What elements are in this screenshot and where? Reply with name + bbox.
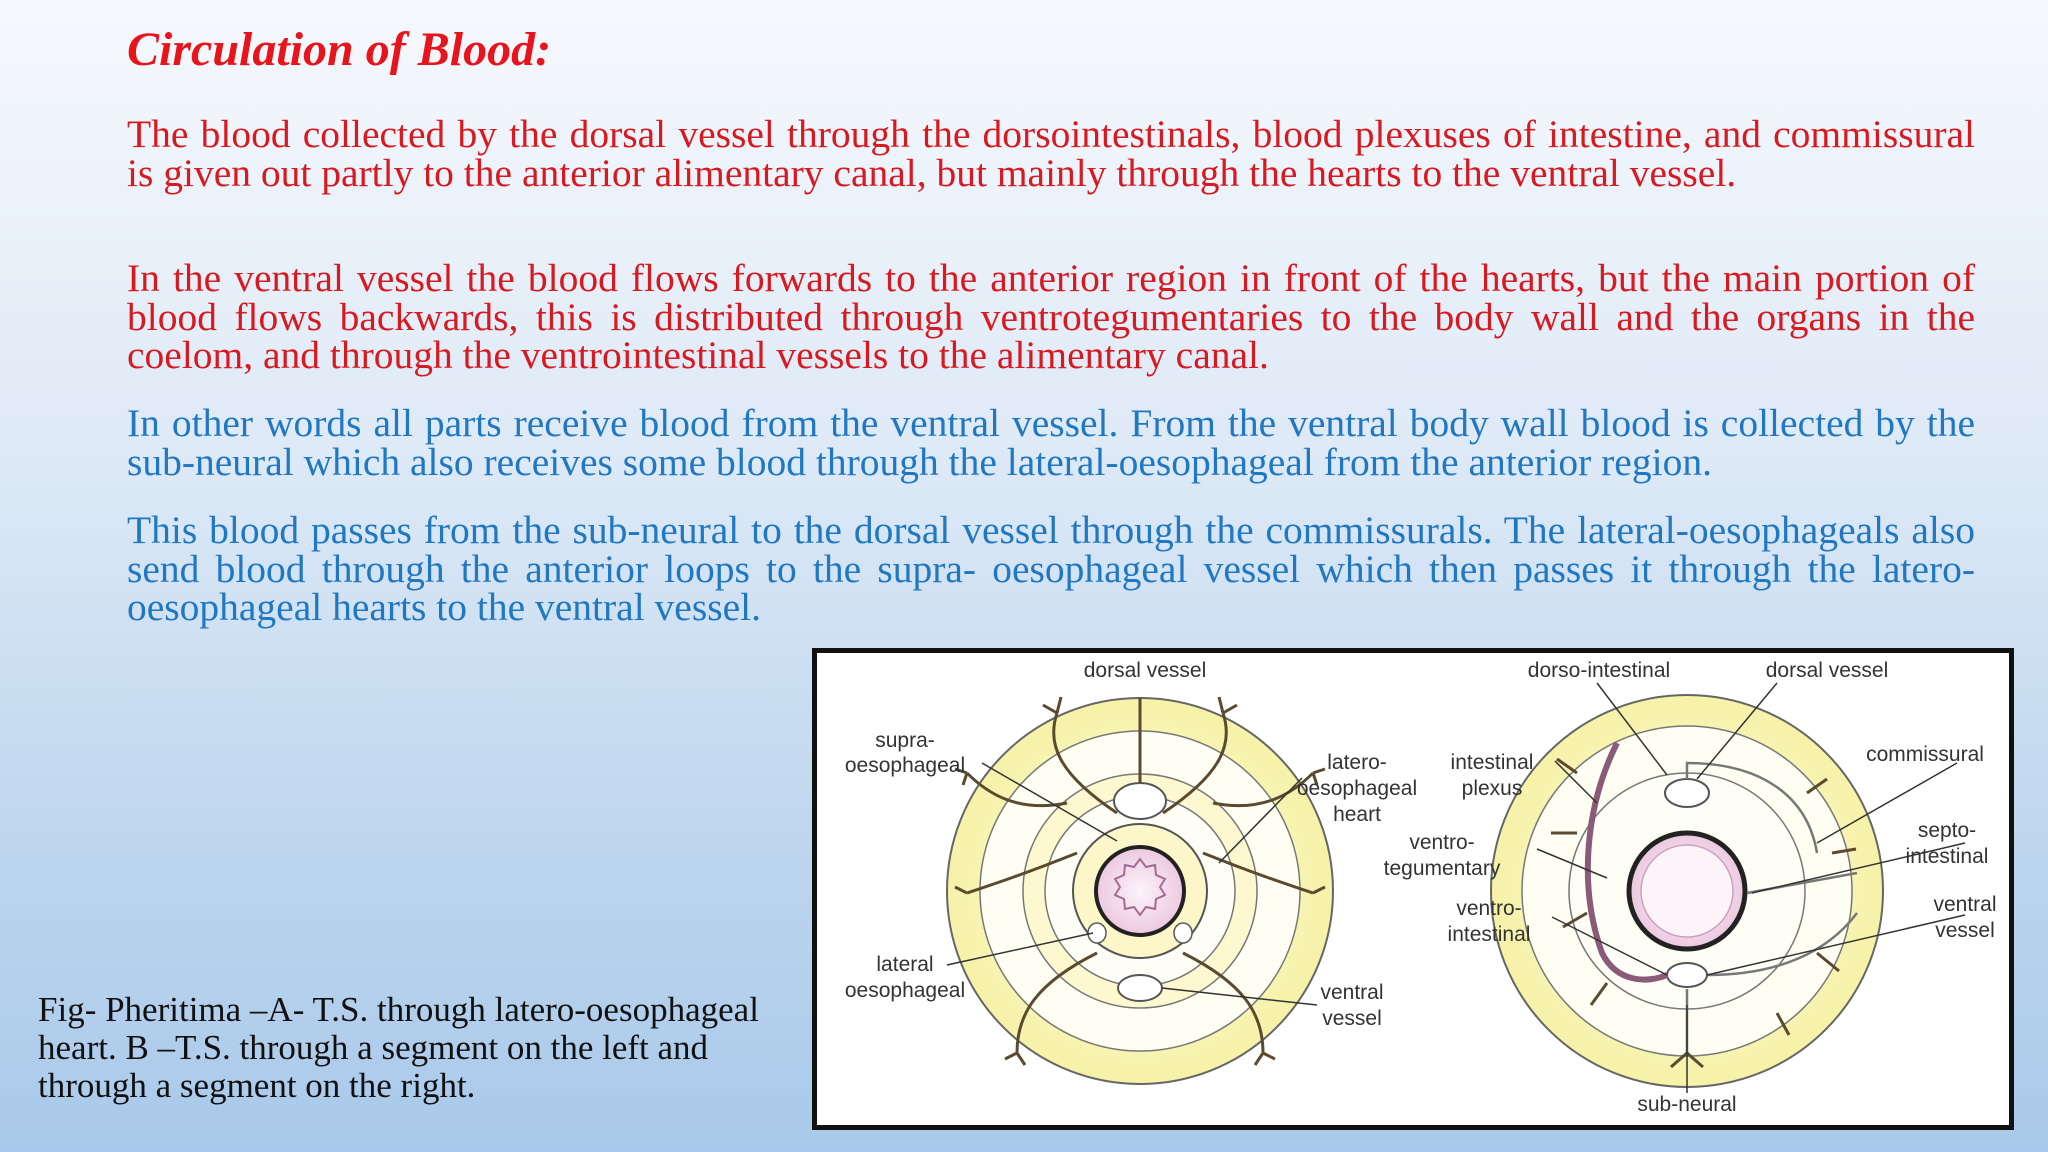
label-ventro-intestinal-2: intestinal (1448, 923, 1531, 946)
label-ventral-vessel-b-1: ventral (1933, 893, 1996, 916)
label-intestinal-plexus-2: plexus (1462, 777, 1523, 800)
paragraph-dorsal-vessel: The blood collected by the dorsal vessel… (127, 112, 1975, 195)
label-dorso-intestinal: dorso-intestinal (1528, 659, 1670, 682)
section-b-drawing (1490, 682, 1966, 1093)
label-septo-intestinal-1: septo- (1918, 819, 1976, 842)
section-a-drawing (946, 696, 1334, 1085)
figure-caption: Fig- Pheritima –A- T.S. through latero-o… (38, 990, 759, 1105)
label-dorsal-vessel-a: dorsal vessel (1084, 659, 1207, 682)
label-sub-neural: sub-neural (1637, 1093, 1736, 1116)
label-supra-oesophageal-1: supra- (875, 729, 935, 752)
label-ventro-tegumentary-2: tegumentary (1384, 857, 1501, 880)
label-ventro-tegumentary-1: ventro- (1409, 831, 1474, 854)
label-commissural: commissural (1866, 743, 1984, 766)
label-latero-oesophageal-2: oesophageal (1297, 777, 1417, 800)
paragraph-sub-neural: In other words all parts receive blood f… (127, 401, 1975, 484)
label-septo-intestinal-2: intestinal (1906, 845, 1989, 868)
figure-illustration: dorsal vessel supra- oesophageal latero-… (845, 659, 1997, 1116)
label-latero-oesophageal-1: latero- (1327, 751, 1387, 774)
label-ventro-intestinal-1: ventro- (1456, 897, 1521, 920)
pheretima-ts-figure: dorsal vessel supra- oesophageal latero-… (812, 648, 2014, 1130)
label-lateral-oesophageal-1: lateral (876, 953, 933, 976)
label-supra-oesophageal-2: oesophageal (845, 754, 965, 777)
label-intestinal-plexus-1: intestinal (1451, 751, 1534, 774)
paragraph-commissurals: This blood passes from the sub-neural to… (127, 508, 1975, 629)
label-latero-oesophageal-3: heart (1333, 803, 1381, 826)
label-lateral-oesophageal-2: oesophageal (845, 979, 965, 1002)
label-ventral-vessel-b-2: vessel (1935, 919, 1995, 942)
paragraph-ventral-vessel: In the ventral vessel the blood flows fo… (127, 256, 1975, 377)
label-dorsal-vessel-b: dorsal vessel (1766, 659, 1889, 682)
label-ventral-vessel-a-1: ventral (1320, 981, 1383, 1004)
slide-title: Circulation of Blood: (127, 23, 552, 76)
label-ventral-vessel-a-2: vessel (1322, 1007, 1382, 1030)
